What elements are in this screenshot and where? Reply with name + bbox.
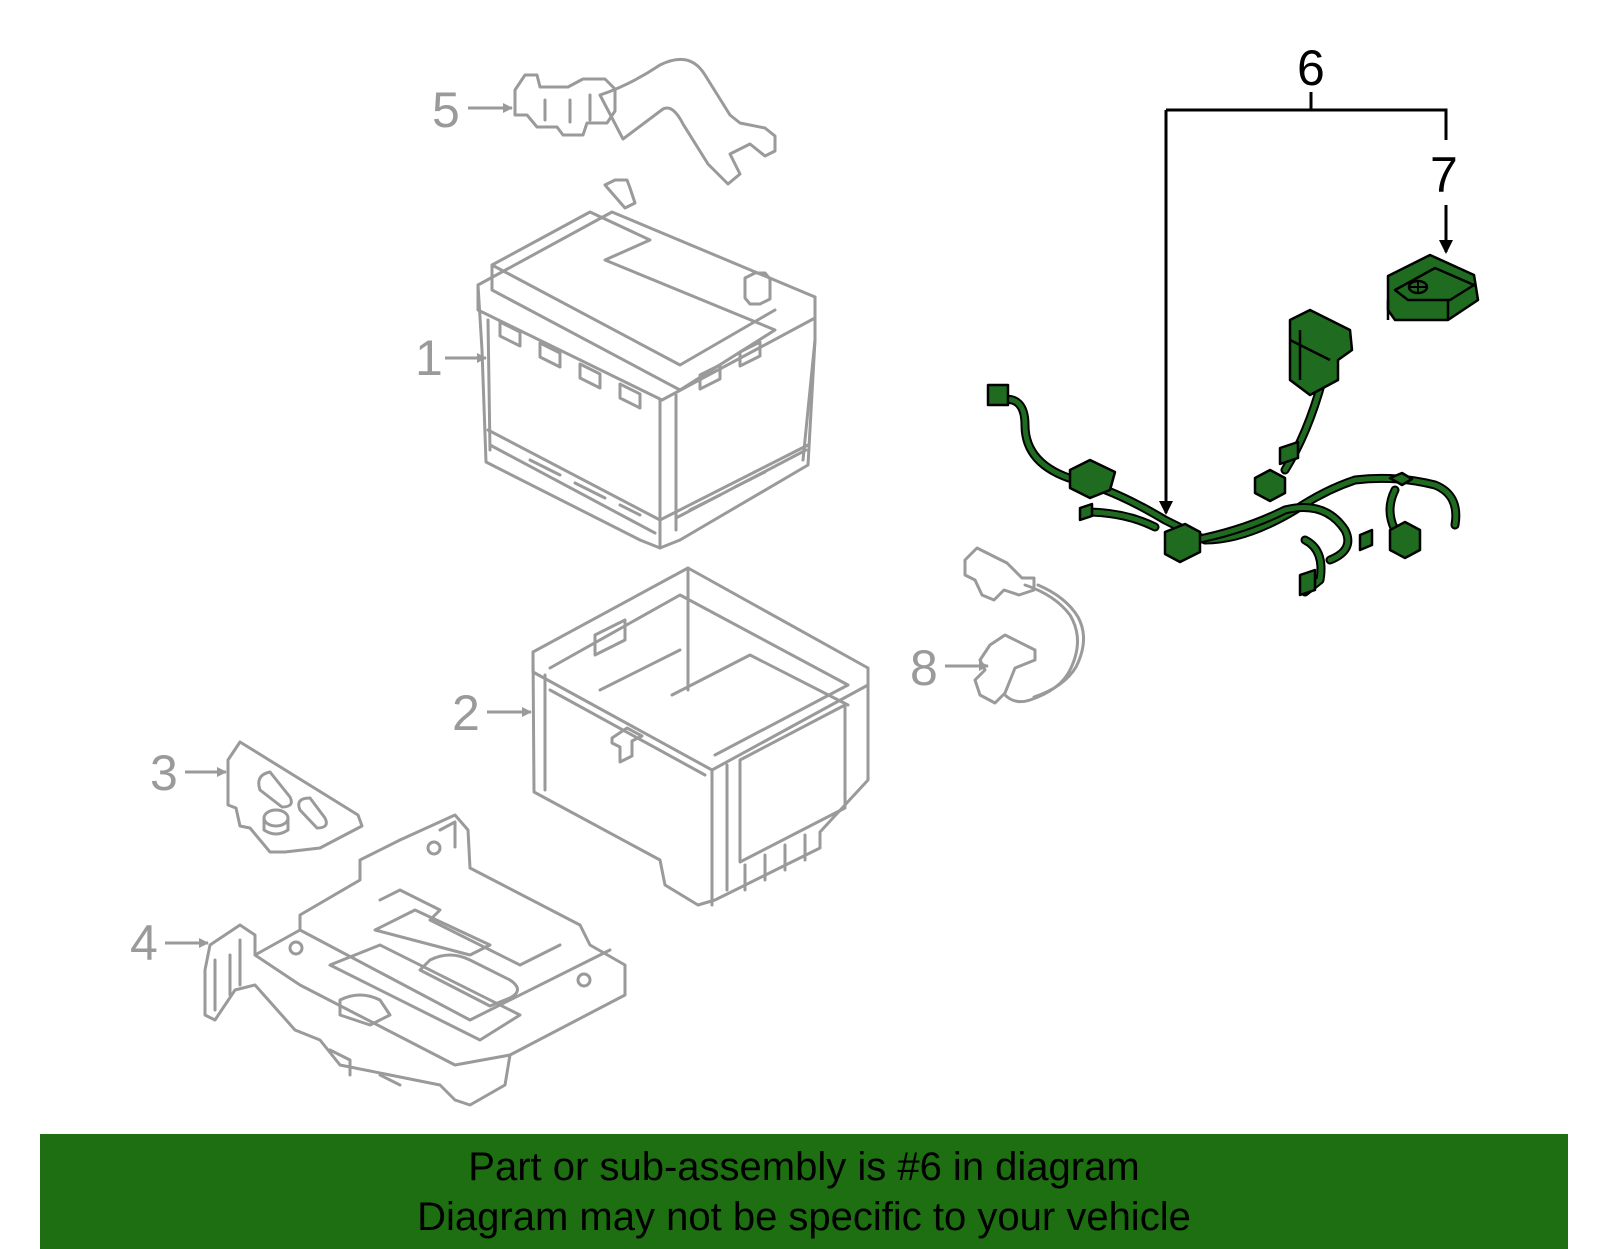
callout-3: 3	[150, 745, 227, 801]
part-5-cable	[513, 57, 777, 186]
part-3-bracket	[226, 740, 364, 854]
callout-7: 7	[1430, 147, 1458, 254]
callout-4: 4	[130, 915, 209, 971]
callout-4-label: 4	[130, 915, 158, 971]
callout-5: 5	[432, 82, 513, 138]
callout-6: 6	[1159, 40, 1448, 515]
callout-8-label: 8	[910, 640, 938, 696]
part-4-base-tray	[203, 813, 627, 1107]
callout-2-label: 2	[452, 685, 480, 741]
banner-line-1: Part or sub-assembly is #6 in diagram	[468, 1145, 1140, 1189]
callout-7-label: 7	[1430, 147, 1458, 203]
part-6-wiring-harness	[986, 308, 1461, 597]
banner-line-2: Diagram may not be specific to your vehi…	[417, 1195, 1191, 1239]
callout-1: 1	[415, 330, 487, 386]
callout-8: 8	[910, 640, 989, 696]
part-2-tray-box	[531, 566, 870, 907]
callout-6-label: 6	[1297, 40, 1325, 96]
callout-1-label: 1	[415, 330, 443, 386]
info-banner: Part or sub-assembly is #6 in diagram Di…	[40, 1134, 1568, 1249]
callout-3-label: 3	[150, 745, 178, 801]
callout-2: 2	[452, 685, 532, 741]
callout-5-label: 5	[432, 82, 460, 138]
part-7-cover	[1386, 253, 1480, 322]
part-1-battery	[476, 178, 817, 550]
part-8-cable	[963, 546, 1085, 705]
